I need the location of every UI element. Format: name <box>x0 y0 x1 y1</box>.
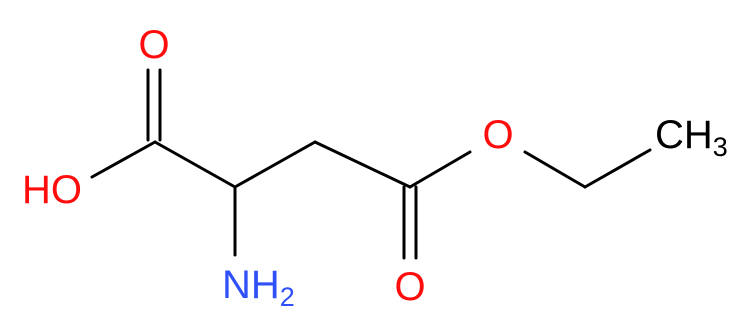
methyl-label: CH <box>655 113 713 157</box>
bond-o-c5 <box>523 150 587 189</box>
atom-hydroxyl: HO <box>22 168 82 212</box>
amine-label: NH <box>222 263 280 307</box>
atom-amine: NH2 <box>222 263 295 312</box>
atom-methyl: CH3 <box>655 113 728 162</box>
bond-c2-c3 <box>233 140 317 189</box>
bond-c5-c6 <box>583 148 652 189</box>
bond-c3-c4 <box>313 140 412 189</box>
atom-oxygen-bottom: O <box>394 265 425 309</box>
bond-c4-o <box>408 150 472 189</box>
bond-lines <box>90 68 652 260</box>
bond-c1-c2 <box>153 140 237 189</box>
methyl-subscript: 3 <box>713 132 728 162</box>
atom-oxygen-top: O <box>138 23 169 67</box>
bond-carboxyl-oh <box>90 140 157 179</box>
amine-subscript: 2 <box>280 282 295 312</box>
atom-ester-oxygen: O <box>482 113 513 157</box>
